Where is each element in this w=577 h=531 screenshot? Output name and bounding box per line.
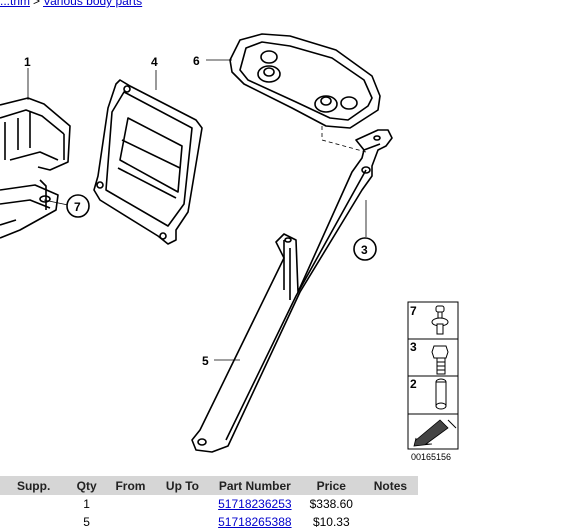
col-supp: Supp. bbox=[0, 476, 68, 495]
breadcrumb-separator: > bbox=[33, 0, 41, 8]
col-notes: Notes bbox=[362, 476, 418, 495]
cell-from bbox=[106, 495, 155, 513]
cell-notes bbox=[363, 495, 418, 513]
part-6-cover bbox=[229, 33, 381, 129]
legend-label-7: 7 bbox=[410, 304, 417, 318]
col-part-number: Part Number bbox=[209, 476, 300, 495]
part-5-brace-strut bbox=[191, 129, 393, 453]
cell-part-number: 51718265388 bbox=[210, 513, 300, 531]
parts-diagram: 1 4 6 5 7 3 7 3 2 bbox=[0, 33, 459, 462]
legend-label-3: 3 bbox=[410, 340, 417, 354]
part-1-battery-tray bbox=[0, 97, 71, 239]
callout-3-circle[interactable]: 3 bbox=[353, 237, 377, 261]
cell-qty: 5 bbox=[83, 515, 90, 529]
table-row: 1 51718236253 $338.60 bbox=[0, 495, 418, 513]
table-header-row: Supp. Qty From Up To Part Number Price N… bbox=[0, 476, 418, 495]
fastener-legend: 7 3 2 bbox=[407, 301, 459, 450]
grommet-icon bbox=[435, 378, 447, 410]
table-row: 5 51718265388 $10.33 bbox=[0, 513, 418, 531]
callout-7-circle[interactable]: 7 bbox=[66, 194, 90, 218]
cell-notes bbox=[363, 513, 418, 531]
col-upto: Up To bbox=[154, 476, 210, 495]
cell-qty: 1 bbox=[83, 497, 90, 511]
cell-from bbox=[106, 513, 155, 531]
col-qty: Qty bbox=[67, 476, 107, 495]
cell-part-number: 51718236253 bbox=[210, 495, 300, 513]
breadcrumb-current-link[interactable]: Various body parts bbox=[43, 0, 143, 8]
breadcrumb-prev-link[interactable]: ...trim bbox=[0, 0, 30, 8]
cell-price: $10.33 bbox=[312, 515, 350, 529]
callout-5: 5 bbox=[202, 354, 209, 368]
cell-supp bbox=[0, 513, 67, 531]
parts-table: Supp. Qty From Up To Part Number Price N… bbox=[0, 476, 418, 531]
col-from: From bbox=[106, 476, 155, 495]
part-number-link[interactable]: 51718265388 bbox=[218, 515, 292, 529]
cell-upto bbox=[155, 513, 210, 531]
part-4-mounting-plate bbox=[93, 79, 203, 245]
cell-upto bbox=[155, 495, 210, 513]
cell-price: $338.60 bbox=[309, 497, 353, 511]
breadcrumb: ...trim>Various body parts bbox=[0, 0, 142, 8]
callout-6: 6 bbox=[193, 54, 200, 68]
callout-4: 4 bbox=[151, 55, 158, 69]
legend-label-2: 2 bbox=[410, 377, 417, 391]
push-clip-icon bbox=[431, 305, 449, 335]
diagram-id: 00165156 bbox=[411, 452, 451, 462]
col-price: Price bbox=[299, 476, 363, 495]
arrow-icon bbox=[413, 419, 457, 447]
callout-3: 3 bbox=[361, 243, 368, 257]
part-number-link[interactable]: 51718236253 bbox=[218, 497, 292, 511]
callout-7: 7 bbox=[74, 200, 81, 214]
bolt-icon bbox=[431, 345, 449, 375]
callout-1: 1 bbox=[24, 55, 31, 69]
cell-supp bbox=[0, 495, 67, 513]
